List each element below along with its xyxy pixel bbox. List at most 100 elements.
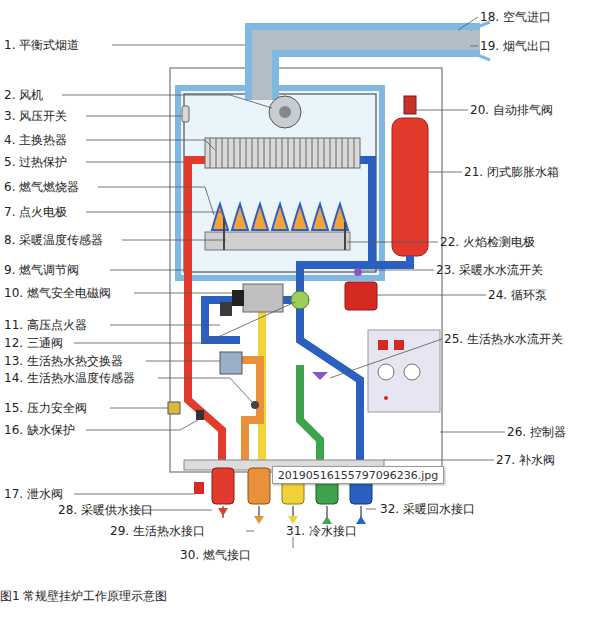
- callout-label: 6. 燃气燃烧器: [4, 180, 79, 194]
- flow-arrow: [254, 516, 264, 524]
- illustration-part: [366, 509, 376, 510]
- illustration-part: [74, 494, 194, 495]
- illustration-part: [146, 361, 220, 362]
- illustration-part: [86, 116, 182, 117]
- callout-label: 5. 过热保护: [4, 155, 67, 169]
- callout-label: 8. 采暖温度传感器: [4, 233, 103, 247]
- return-pipe: [300, 160, 372, 300]
- figure-caption: 图1 常规壁挂炉工作原理示意图: [0, 588, 167, 605]
- illustration-part: [98, 187, 214, 215]
- callout-label: 3. 风压开关: [4, 109, 67, 123]
- connector: [212, 468, 234, 504]
- callout-label: 1. 平衡式烟道: [4, 38, 79, 52]
- flow-arrow: [288, 516, 298, 524]
- illustration-part: [134, 293, 232, 294]
- flame-electrode: [344, 222, 346, 250]
- boiler-casing: [170, 68, 442, 472]
- illustration-part: [62, 95, 272, 108]
- dhw-sensor: [251, 401, 259, 409]
- fan-hub: [279, 106, 291, 118]
- callout-label: 25. 生活热水水流开关: [444, 332, 563, 346]
- illustration-part: [74, 302, 295, 343]
- illustration-part: [86, 212, 222, 213]
- illustration-part: [377, 295, 486, 296]
- flow-switch: [312, 372, 328, 380]
- flow-arrow: [218, 508, 228, 516]
- callout-label: 19. 烟气出口: [480, 39, 551, 53]
- auto-vent: [404, 96, 416, 114]
- chamber-outline: [184, 94, 376, 272]
- callout-label: 11. 高压点火器: [4, 318, 87, 332]
- callout-label: 20. 自动排气阀: [470, 103, 553, 117]
- illustration-part: [112, 45, 245, 46]
- callout-label: 12. 三通阀: [4, 336, 63, 350]
- safety-valve: [168, 402, 180, 414]
- flue-outer: [262, 40, 480, 100]
- ignition-electrode: [223, 218, 225, 250]
- callout-label: 31. 冷水接口: [286, 524, 357, 538]
- callout-label: 10. 燃气安全电磁阀: [4, 286, 111, 300]
- hot-water-pipe: [240, 360, 260, 470]
- drain-valve: [194, 482, 204, 494]
- illustration-part: [347, 242, 438, 243]
- node-text: 20190516155797096236.jpg: [278, 469, 439, 482]
- illustration-part: [86, 162, 185, 163]
- burner: [205, 204, 350, 250]
- combustion-chamber: [178, 88, 382, 278]
- illustration-part: [428, 172, 462, 173]
- filename-box: 20190516155797096236.jpg: [272, 466, 444, 484]
- illustration-part: [86, 140, 215, 150]
- callout-label: 22. 火焰检测电极: [440, 235, 535, 249]
- callout-label: 18. 空气进口: [480, 10, 551, 24]
- solenoid: [232, 290, 244, 306]
- gas-valve: [243, 284, 283, 312]
- illustration-part: [122, 240, 226, 241]
- illustration-part: [416, 110, 468, 111]
- illustration-part: [330, 339, 442, 378]
- callout-label: 23. 采暖水水流开关: [436, 263, 543, 277]
- panel-knob: [378, 364, 394, 380]
- illustration-part: [470, 46, 478, 47]
- illustration-part: [205, 232, 350, 250]
- illustration-part: [362, 270, 434, 271]
- panel-button: [378, 340, 388, 350]
- leader-lines: [62, 17, 505, 548]
- igniter: [220, 302, 232, 316]
- callout-label: 26. 控制器: [507, 425, 566, 439]
- callout-label: 16. 缺水保护: [4, 423, 75, 437]
- callout-label: 29. 生活热水接口: [110, 524, 205, 538]
- illustration-part: [205, 138, 360, 168]
- panel-button: [394, 340, 404, 350]
- illustration-part: [158, 378, 252, 402]
- callout-label: 32. 采暖回水接口: [380, 502, 475, 516]
- connector: [248, 468, 270, 504]
- dhw-exchanger: [220, 352, 242, 374]
- callout-label: 14. 生活热水温度传感器: [4, 371, 135, 385]
- return-pipe-3: [300, 300, 360, 470]
- callout-label: 24. 循环泵: [488, 288, 547, 302]
- callout-label: 7. 点火电极: [4, 205, 67, 219]
- callout-label: 2. 风机: [4, 88, 43, 102]
- heating-flow-switch: [354, 268, 362, 276]
- fan: [269, 96, 301, 128]
- panel-led: [384, 396, 388, 400]
- callout-label: 4. 主换热器: [4, 133, 67, 147]
- callout-label: 15. 压力安全阀: [4, 401, 87, 415]
- illustration-part: [384, 460, 494, 461]
- control-panel: [368, 330, 440, 412]
- illustration-part: [458, 17, 478, 30]
- flow-arrow: [356, 516, 366, 524]
- callout-label: 30. 燃气接口: [180, 548, 251, 562]
- low-water-sensor: [196, 410, 204, 420]
- expansion-tank: [392, 118, 428, 256]
- illustration-part: [440, 432, 505, 433]
- panel-knob: [404, 364, 420, 380]
- three-way-valve: [291, 291, 309, 309]
- heat-exchanger: [205, 138, 360, 168]
- callout-label: 28. 采暖供水接口: [58, 503, 153, 517]
- illustration-part: [210, 138, 354, 168]
- tank-pipe: [372, 256, 410, 265]
- illustration-part: [110, 325, 220, 326]
- callout-label: 17. 泄水阀: [4, 487, 63, 501]
